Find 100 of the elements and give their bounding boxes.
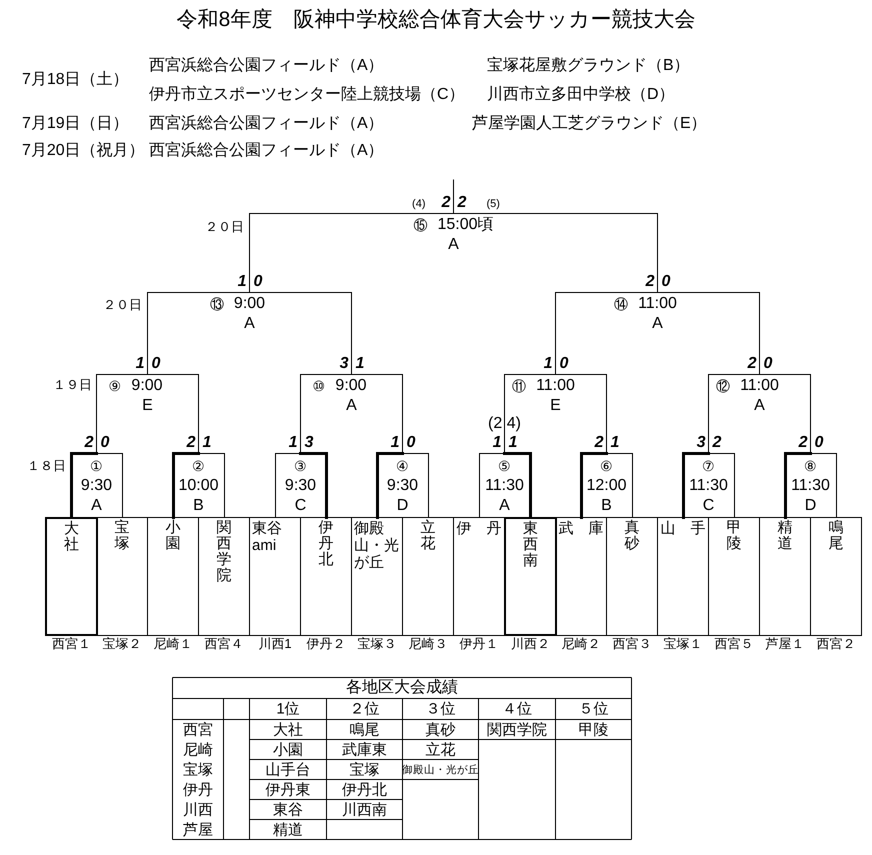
kickoff-time: 12:00 xyxy=(586,477,627,494)
round-date: １９日 xyxy=(53,378,92,393)
seed-label: 尼崎３ xyxy=(408,637,448,652)
match-number: ⑫ xyxy=(716,378,730,395)
venue-code: D xyxy=(804,497,816,514)
score: 1 xyxy=(390,434,400,452)
bracket-line xyxy=(198,453,225,518)
bracket-line xyxy=(708,453,735,518)
team-name: 小園 xyxy=(166,520,180,552)
bracket-line xyxy=(657,292,760,375)
score: 2 xyxy=(712,434,722,452)
score: 1 xyxy=(238,273,246,292)
score: 1 xyxy=(544,355,552,374)
match-number: ⑤ xyxy=(498,458,511,474)
kickoff-time: 9:00 xyxy=(335,377,367,396)
venue-label: 芦屋学園人工芝グラウンド（E） xyxy=(472,115,707,134)
rank-header: ５位 xyxy=(578,700,608,718)
school-name: 小園 xyxy=(273,740,303,758)
venue-code: D xyxy=(396,497,408,514)
bracket-line xyxy=(503,452,532,519)
match-number: ⑬ xyxy=(210,296,224,313)
team-name: 鳴尾 xyxy=(828,520,844,552)
bracket-line xyxy=(147,374,199,454)
bracket-line xyxy=(299,452,328,519)
bracket-line xyxy=(249,213,454,293)
score: 1 xyxy=(136,355,144,374)
school-name: 関西学院 xyxy=(487,720,547,738)
venue-code: C xyxy=(702,497,714,514)
venue-code: A xyxy=(652,315,663,332)
match-number: ④ xyxy=(396,458,409,474)
match-number: ② xyxy=(192,458,205,474)
date-label: 7月18日（土） xyxy=(22,71,129,90)
bracket-line xyxy=(300,374,352,454)
kickoff-time: 11:30 xyxy=(485,477,524,494)
seed-label: 西宮２ xyxy=(816,637,856,652)
score: 2 xyxy=(798,434,808,452)
score: 3 xyxy=(696,434,706,452)
venue-code: A xyxy=(499,497,510,514)
seed-label: 伊丹２ xyxy=(306,637,346,652)
bracket-line xyxy=(402,453,429,518)
bracket-line xyxy=(249,292,352,375)
venue-label: 川西市立多田中学校（D） xyxy=(487,86,675,104)
bracket-line xyxy=(96,374,148,454)
seed-label: 川西２ xyxy=(511,637,550,652)
kickoff-time: 11:30 xyxy=(791,477,830,494)
venue-code: A xyxy=(754,397,765,414)
bracket-line xyxy=(453,213,658,293)
match-number: ⑨ xyxy=(108,378,122,395)
match-number: ⑦ xyxy=(702,458,715,474)
score: 2 xyxy=(646,273,654,292)
score: 0 xyxy=(254,273,262,292)
seed-label: 宝塚３ xyxy=(358,637,396,652)
kickoff-time: 9:30 xyxy=(80,477,112,494)
team-name: 甲陵 xyxy=(726,520,742,552)
seed-label: 芦屋１ xyxy=(766,637,804,652)
bracket-line xyxy=(376,452,404,519)
score: 2 xyxy=(458,194,466,212)
kickoff-time: 15:00頃 xyxy=(437,216,494,235)
score: 3 xyxy=(340,355,348,374)
venue-code: C xyxy=(294,497,306,514)
bracket-line xyxy=(606,453,633,518)
seed-label: 尼崎２ xyxy=(562,637,600,652)
round-date: １８日 xyxy=(27,459,66,474)
score: 0 xyxy=(662,273,670,292)
team-name: 伊丹北 xyxy=(318,520,334,568)
kickoff-time: 9:30 xyxy=(284,477,316,494)
seed-label: 宝塚２ xyxy=(102,637,142,652)
kickoff-time: 9:00 xyxy=(234,295,266,314)
bracket-line xyxy=(172,452,200,519)
table-title: 各地区大会成績 xyxy=(346,678,458,698)
venue-label: 伊丹市立スポーツセンター陸上競技場（C） xyxy=(149,86,465,104)
seed-label: 西宮３ xyxy=(612,637,652,652)
score: 0 xyxy=(560,355,568,374)
team-name: 伊丹 xyxy=(456,520,502,537)
score: 1 xyxy=(288,434,298,452)
kickoff-time: 9:30 xyxy=(386,477,418,494)
kickoff-time: 11:00 xyxy=(638,295,677,314)
kickoff-time: 11:00 xyxy=(740,377,779,396)
score: 1 xyxy=(356,355,364,374)
team-name: 真砂 xyxy=(624,520,640,552)
date-label: 7月19日（日） xyxy=(22,115,129,134)
kickoff-time: 10:00 xyxy=(178,477,219,494)
venue-code: A xyxy=(346,397,357,414)
bracket-line xyxy=(708,374,760,454)
district-name: 川西 xyxy=(183,800,213,818)
district-name: 西宮 xyxy=(183,720,213,738)
bracket-line xyxy=(555,292,658,375)
school-name: 真砂 xyxy=(426,720,456,738)
match-number: ⑭ xyxy=(614,296,628,313)
team-name: 東谷ami xyxy=(252,520,283,554)
score: 2 xyxy=(594,434,604,452)
score: 0 xyxy=(152,355,160,374)
team-name: 山手 xyxy=(660,520,706,537)
heading: 令和8年度 阪神中学校総合体育大会サッカー競技大会 xyxy=(176,8,696,32)
seed-label: 宝塚１ xyxy=(664,637,702,652)
school-name: 御殿山・光が丘 xyxy=(402,763,479,776)
bracket-line xyxy=(351,374,403,454)
penalty-score: (4) xyxy=(412,198,426,211)
rank-header: ３位 xyxy=(426,700,456,718)
school-name: 山手台 xyxy=(266,760,310,778)
